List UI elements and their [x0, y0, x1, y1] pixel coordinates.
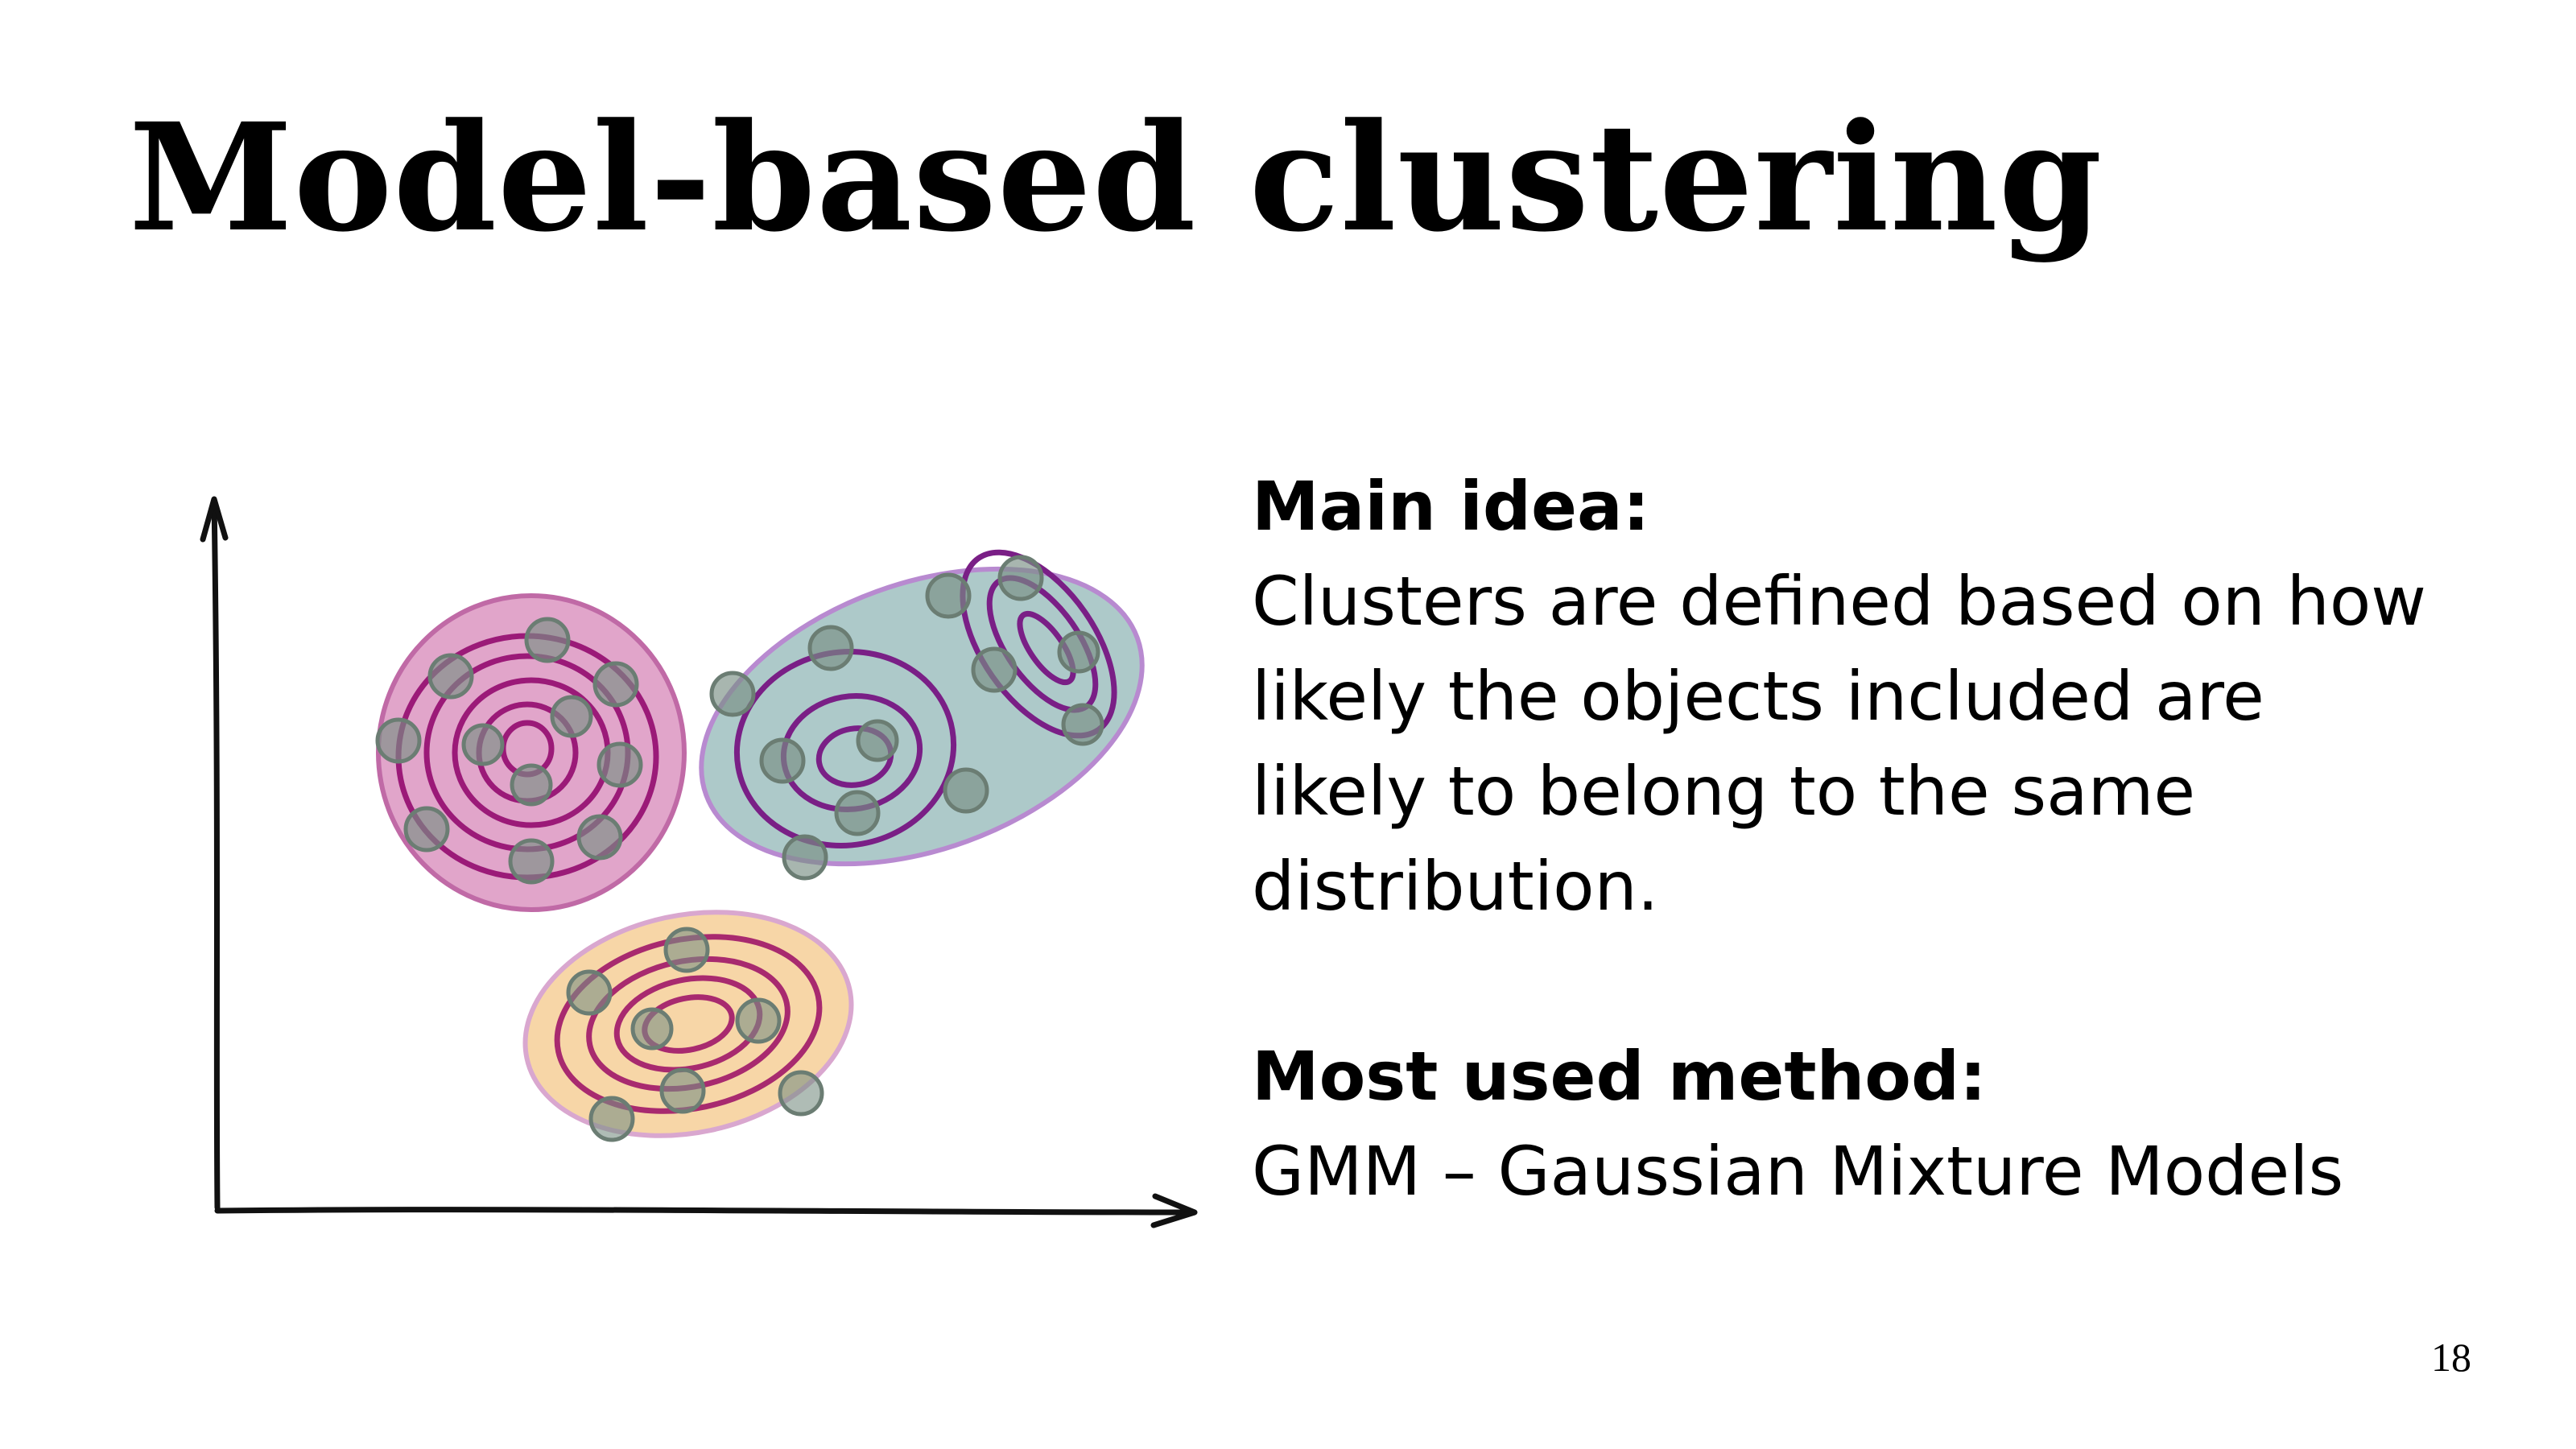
data-point [856, 719, 899, 762]
data-point [659, 1067, 706, 1114]
data-point [550, 695, 593, 738]
data-point [597, 741, 643, 788]
description-text: Main idea: Clusters are defined based on… [1252, 459, 2435, 1219]
teal-ring [1017, 610, 1076, 686]
data-point [524, 617, 571, 663]
data-point [576, 814, 623, 861]
data-point [588, 1096, 635, 1142]
data-point [427, 653, 474, 700]
data-point [1057, 630, 1100, 674]
data-point [971, 646, 1018, 693]
page-title: Model-based clustering [129, 91, 2103, 265]
data-point [943, 767, 989, 814]
data-point [403, 806, 450, 852]
data-point [375, 717, 422, 764]
paragraph-spacer [1252, 934, 2435, 1029]
x-axis [214, 1207, 1196, 1216]
main-idea-heading: Main idea: [1252, 467, 1650, 546]
data-point [663, 927, 710, 973]
data-point [592, 661, 639, 708]
y-axis-arrowhead [200, 496, 229, 543]
data-point [997, 555, 1044, 601]
data-point [709, 671, 756, 717]
teal-cluster-points [709, 555, 1104, 881]
data-point [735, 997, 782, 1044]
data-point [782, 834, 828, 881]
page-number: 18 [2431, 1335, 2471, 1380]
data-point [508, 838, 555, 885]
method-text: GMM – Gaussian Mixture Models [1252, 1132, 2344, 1211]
data-point [1061, 703, 1104, 746]
data-point [566, 969, 613, 1016]
data-point [461, 723, 505, 766]
x-axis-arrowhead [1150, 1193, 1198, 1228]
teal-cluster [699, 566, 1145, 867]
orange-cluster-points [566, 927, 824, 1142]
data-point [759, 737, 806, 784]
teal-cluster-blob [699, 566, 1145, 867]
data-point [834, 790, 881, 836]
data-point [630, 1007, 674, 1051]
data-point [778, 1070, 824, 1117]
pink-cluster [375, 593, 687, 912]
data-point [925, 572, 972, 619]
data-point [510, 763, 553, 807]
axes [200, 496, 1198, 1228]
method-heading: Most used method: [1252, 1037, 1987, 1116]
main-idea-text: Clusters are defined based on how likely… [1252, 562, 2426, 926]
data-point [807, 625, 854, 671]
y-axis [211, 497, 221, 1211]
gmm-clusters-illustration [200, 496, 1198, 1228]
orange-cluster [522, 910, 854, 1138]
